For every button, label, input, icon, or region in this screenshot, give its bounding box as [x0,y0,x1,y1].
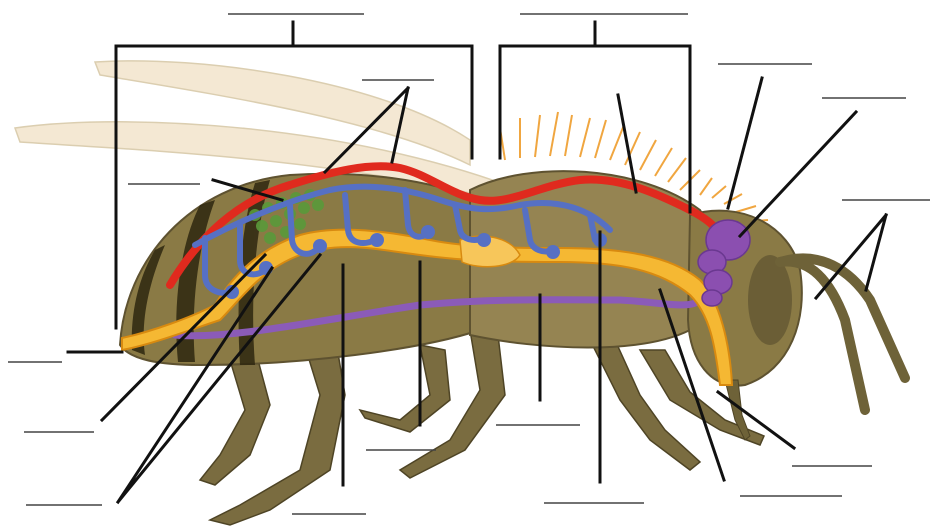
middle-leg [400,330,505,478]
compound-eye [748,255,792,345]
hind-leg-2 [200,360,270,485]
middle-leg-2 [360,345,450,432]
